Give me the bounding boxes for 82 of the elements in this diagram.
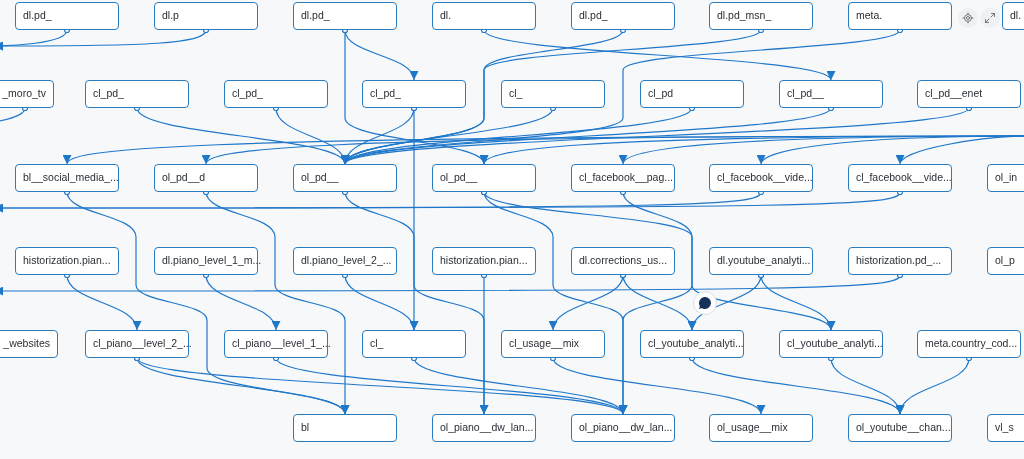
model-name: cl_pd_ <box>232 86 263 102</box>
model-name: cl_facebook__vide... <box>717 170 813 186</box>
model-name: historization.pian... <box>440 253 528 269</box>
model-name: dl. <box>1010 8 1022 24</box>
model-box <box>640 80 744 108</box>
model-box <box>571 2 675 30</box>
model-box <box>779 330 883 358</box>
model-box <box>432 164 536 192</box>
model-name: ol_pd__ <box>440 170 478 186</box>
model-name: cl_ <box>370 336 384 352</box>
model-name: ol_pd__d <box>162 170 206 186</box>
model-name: dl.youtube_analyti... <box>717 253 811 269</box>
model-name: historization.pian... <box>23 253 111 269</box>
model-box <box>917 330 1021 358</box>
model-name: cl_pd <box>648 86 674 102</box>
model-name: bl__social_media_... <box>23 170 119 186</box>
model-name: cl_pd__ <box>787 86 824 102</box>
model-name: dl.pd_ <box>23 8 52 24</box>
model-name: ol_usage__mix <box>717 420 788 436</box>
model-box <box>432 414 536 442</box>
model-box <box>15 2 119 30</box>
model-box <box>571 414 675 442</box>
model-box <box>917 80 1021 108</box>
model-name: dl.pd_ <box>301 8 330 24</box>
model-box <box>293 414 397 442</box>
model-box <box>501 80 605 108</box>
model-name: ol_piano__dw_lan... <box>579 420 673 436</box>
model-box <box>0 330 58 358</box>
model-name: dl.corrections_us... <box>579 253 668 269</box>
model-name: meta. <box>856 8 883 24</box>
model-name: cl_youtube_analyti... <box>787 336 883 352</box>
model-box <box>571 164 675 192</box>
model-name: bl <box>301 420 310 436</box>
model-name: ol_p <box>995 253 1015 269</box>
model-name: ol_in <box>995 170 1018 186</box>
model-box <box>85 80 189 108</box>
model-name: cl_facebook__pag... <box>579 170 673 186</box>
model-box <box>709 414 813 442</box>
model-name: cl_pd__enet <box>925 86 983 102</box>
model-box <box>224 80 328 108</box>
model-box <box>15 247 119 275</box>
model-name: dl.pd_ <box>579 8 608 24</box>
model-box <box>154 2 258 30</box>
model-name: ol_piano__dw_lan... <box>440 420 534 436</box>
model-box <box>848 414 952 442</box>
model-box <box>848 2 952 30</box>
model-name: dl.pd_msn_ <box>717 8 772 24</box>
model-name: dl.piano_level_2_... <box>301 253 392 269</box>
model-box <box>362 80 466 108</box>
model-name: _websites <box>3 336 50 352</box>
model-box <box>640 330 744 358</box>
model-name: cl_pd_ <box>370 86 401 102</box>
model-box <box>154 164 258 192</box>
model-box <box>709 2 813 30</box>
model-box <box>362 330 466 358</box>
model-box <box>0 80 54 108</box>
model-box <box>709 164 813 192</box>
model-box <box>432 2 536 30</box>
model-name: _moro_tv <box>2 86 46 102</box>
model-box <box>709 247 813 275</box>
model-name: historization.pd_... <box>856 253 942 269</box>
model-name: cl_pd_ <box>93 86 124 102</box>
model-box <box>571 247 675 275</box>
model-name: cl_ <box>509 86 523 102</box>
model-box <box>293 247 397 275</box>
model-name: vl_s <box>995 420 1014 436</box>
model-name: meta.country_cod... <box>925 336 1018 352</box>
model-box <box>293 2 397 30</box>
model-name: cl_youtube_analyti... <box>648 336 744 352</box>
model-box <box>848 164 952 192</box>
model-name: cl_usage__mix <box>509 336 580 352</box>
model-name: ol_youtube__chan... <box>856 420 951 436</box>
model-box <box>501 330 605 358</box>
model-box <box>293 164 397 192</box>
model-box <box>848 247 952 275</box>
model-box <box>15 164 119 192</box>
model-name: dl. <box>440 8 452 24</box>
model-name: dl.p <box>162 8 179 24</box>
model-box <box>779 80 883 108</box>
model-name: cl_facebook__vide... <box>856 170 952 186</box>
model-name: ol_pd__ <box>301 170 339 186</box>
model-box <box>432 247 536 275</box>
